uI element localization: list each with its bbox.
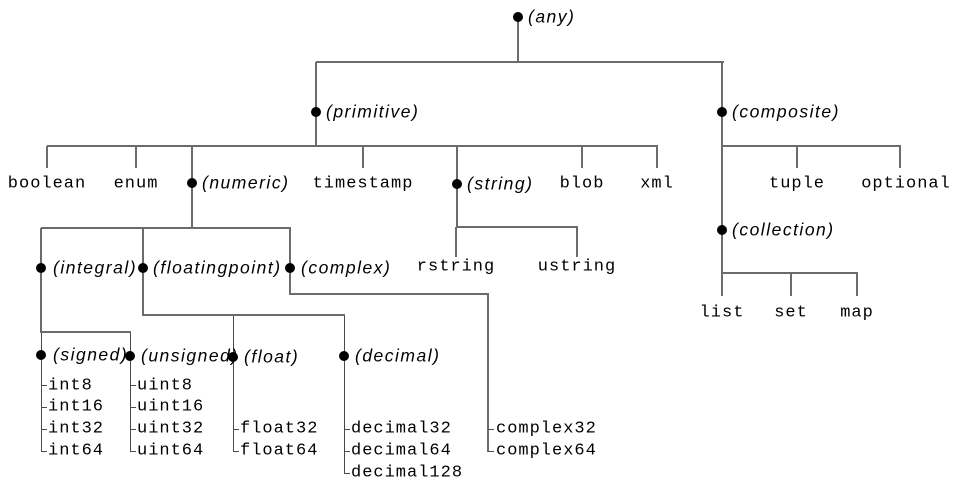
node-label-floatingpoint: (floatingpoint) — [153, 257, 282, 278]
tree-edge-vertical — [232, 315, 234, 452]
node-label-signed: (signed) — [53, 344, 129, 365]
tree-edge-horizontal — [290, 293, 489, 295]
tree-edge-vertical — [487, 294, 489, 452]
tree-edge-horizontal — [130, 450, 136, 452]
node-label-numeric: (numeric) — [202, 172, 290, 193]
tree-edge-horizontal — [41, 331, 131, 333]
node-bullet-unsigned — [125, 351, 135, 361]
node-label-float: (float) — [244, 346, 300, 367]
tree-edge-horizontal — [488, 428, 494, 430]
tree-edge-vertical — [46, 146, 48, 168]
node-bullet-numeric — [187, 178, 197, 188]
node-label-xml: xml — [640, 174, 674, 194]
tree-edge-horizontal — [722, 145, 901, 147]
tree-edge-vertical — [856, 273, 858, 296]
node-label-blob: blob — [559, 174, 605, 194]
node-label-complex64: complex64 — [496, 441, 597, 461]
node-label-collection: (collection) — [732, 219, 835, 240]
node-label-uint64: uint64 — [137, 441, 205, 461]
tree-edge-horizontal — [130, 428, 136, 430]
node-label-list: list — [699, 303, 745, 323]
tree-edge-horizontal — [130, 406, 136, 408]
tree-edge-horizontal — [488, 450, 494, 452]
tree-edge-horizontal — [233, 428, 239, 430]
node-label-composite: (composite) — [732, 101, 840, 122]
node-label-uint16: uint16 — [137, 397, 205, 417]
tree-edge-vertical — [129, 332, 131, 452]
node-label-int64: int64 — [48, 441, 105, 461]
node-label-uint8: uint8 — [137, 376, 194, 396]
tree-edge-vertical — [40, 332, 42, 452]
tree-edge-vertical — [362, 146, 364, 168]
node-bullet-integral — [36, 263, 46, 273]
node-bullet-string — [452, 179, 462, 189]
node-label-int16: int16 — [48, 397, 105, 417]
tree-edge-horizontal — [143, 314, 345, 316]
tree-edge-horizontal — [47, 145, 658, 147]
node-label-decimal32: decimal32 — [351, 419, 452, 439]
node-label-optional: optional — [861, 174, 951, 194]
node-label-ustring: ustring — [537, 257, 617, 277]
node-label-timestamp: timestamp — [312, 174, 414, 194]
node-label-string: (string) — [467, 173, 534, 194]
node-bullet-float — [228, 352, 238, 362]
node-bullet-complex — [285, 263, 295, 273]
tree-edge-vertical — [343, 315, 345, 474]
tree-edge-vertical — [899, 146, 901, 168]
tree-edge-vertical — [40, 228, 42, 333]
tree-edge-horizontal — [41, 384, 47, 386]
tree-edge-horizontal — [722, 272, 858, 274]
tree-edge-horizontal — [316, 61, 724, 63]
tree-edge-vertical — [517, 17, 519, 63]
node-bullet-signed — [36, 350, 46, 360]
node-label-primitive: (primitive) — [326, 101, 420, 122]
tree-edge-horizontal — [456, 226, 578, 228]
node-label-float64: float64 — [240, 441, 319, 461]
tree-edge-horizontal — [41, 450, 47, 452]
node-bullet-decimal — [339, 351, 349, 361]
tree-edge-horizontal — [344, 450, 350, 452]
tree-edge-vertical — [455, 227, 457, 257]
node-bullet-floatingpoint — [138, 263, 148, 273]
node-label-uint32: uint32 — [137, 419, 205, 439]
tree-edge-horizontal — [233, 450, 239, 452]
node-label-tuple: tuple — [768, 174, 826, 194]
tree-edge-vertical — [576, 227, 578, 257]
node-label-any: (any) — [528, 6, 576, 27]
tree-edge-vertical — [721, 62, 723, 274]
node-label-int32: int32 — [48, 419, 105, 439]
tree-edge-horizontal — [41, 428, 47, 430]
tree-edge-vertical — [135, 146, 137, 168]
node-label-integral: (integral) — [53, 257, 138, 278]
tree-edge-vertical — [581, 146, 583, 168]
node-label-unsigned: (unsigned) — [141, 345, 239, 366]
tree-edge-vertical — [796, 146, 798, 168]
node-label-map: map — [840, 303, 874, 323]
node-label-complex32: complex32 — [496, 419, 597, 439]
tree-edge-horizontal — [41, 227, 291, 229]
node-label-boolean: boolean — [7, 174, 87, 194]
tree-edge-vertical — [315, 62, 317, 147]
tree-edge-vertical — [790, 273, 792, 296]
node-bullet-primitive — [311, 107, 321, 117]
node-label-float32: float32 — [240, 419, 319, 439]
node-bullet-composite — [717, 107, 727, 117]
node-label-decimal128: decimal128 — [351, 463, 464, 483]
node-label-set: set — [774, 303, 808, 323]
node-label-enum: enum — [113, 174, 159, 194]
node-label-int8: int8 — [48, 376, 93, 396]
tree-edge-horizontal — [344, 428, 350, 430]
tree-edge-vertical — [656, 146, 658, 168]
node-label-rstring: rstring — [416, 257, 496, 277]
node-label-decimal: (decimal) — [355, 345, 441, 366]
node-label-decimal64: decimal64 — [351, 441, 452, 461]
node-bullet-collection — [717, 225, 727, 235]
node-bullet-any — [513, 12, 523, 22]
node-label-complex: (complex) — [301, 257, 392, 278]
tree-edge-horizontal — [130, 384, 136, 386]
tree-edge-vertical — [721, 273, 723, 296]
tree-edge-horizontal — [344, 472, 350, 474]
tree-edge-vertical — [289, 228, 291, 295]
tree-edge-horizontal — [41, 406, 47, 408]
